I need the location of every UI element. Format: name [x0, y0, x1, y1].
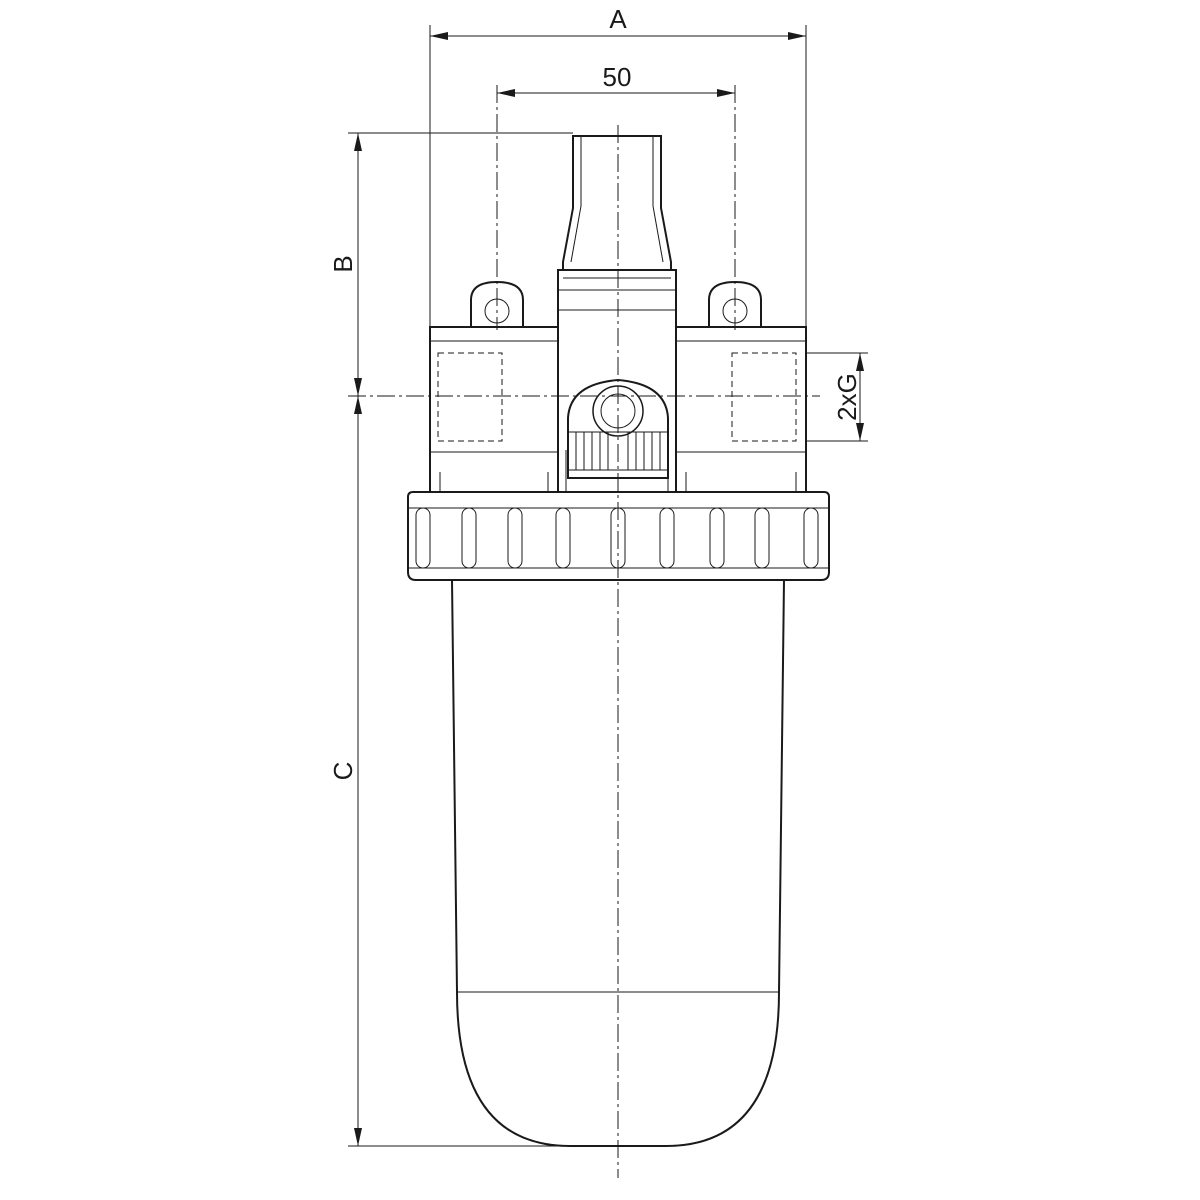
dimension-c-label: C: [328, 762, 358, 781]
dimension-2xg: 2xG: [832, 353, 864, 441]
dimension-c: C: [328, 396, 362, 1146]
dimension-b-label: B: [328, 255, 358, 272]
lubricator-bowl: [451, 579, 785, 1147]
right-mounting-hole: [722, 298, 748, 324]
right-port-thread-hidden: [731, 352, 797, 442]
bowl-locking-ring: [407, 491, 830, 581]
fill-plug: [562, 135, 672, 279]
dimension-50-label: 50: [603, 62, 632, 92]
extension-lines: [348, 25, 868, 1147]
left-mounting-hole: [484, 298, 510, 324]
dimension-a: A: [430, 4, 806, 40]
left-port-thread-hidden: [437, 352, 503, 442]
dimension-b: B: [328, 133, 362, 396]
dimension-a-label: A: [609, 4, 627, 34]
dimension-2xg-label: 2xG: [832, 373, 862, 421]
center-lines: [348, 85, 820, 1178]
drip-adjustment-knob: [567, 378, 669, 479]
dimension-50: 50: [497, 62, 735, 97]
